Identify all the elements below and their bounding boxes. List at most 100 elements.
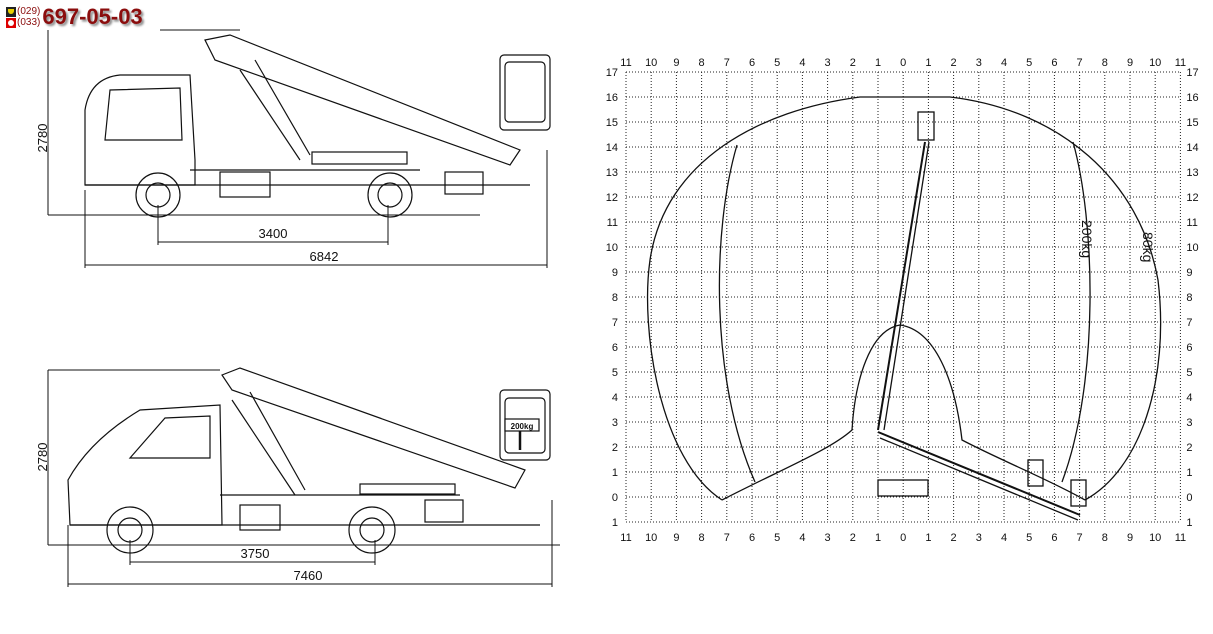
x-tick-label: 11	[1175, 532, 1186, 544]
y-tick-label: 1	[612, 467, 618, 479]
x-tick-label: 4	[1001, 57, 1007, 69]
truck-bottom-dimensions	[47, 370, 553, 587]
y-tick-label: 14	[606, 142, 618, 154]
y-tick-label: 1	[612, 517, 618, 529]
y-tick-label: 7	[1186, 317, 1192, 329]
x-tick-label: 1	[925, 532, 931, 544]
operator-icon	[6, 17, 16, 28]
y-tick-label: 15	[1186, 117, 1198, 129]
x-tick-label: 10	[1149, 532, 1161, 544]
x-tick-label: 6	[1051, 532, 1057, 544]
x-tick-label: 3	[976, 57, 982, 69]
x-tick-label: 7	[724, 57, 730, 69]
x-tick-label: 3	[825, 57, 831, 69]
phone-number: 697-05-03	[42, 4, 143, 29]
x-tick-label: 4	[799, 532, 805, 544]
truck-top-drawing	[48, 29, 551, 218]
length-label-bottom: 7460	[294, 568, 323, 583]
y-tick-label: 10	[606, 242, 618, 254]
y-tick-label: 3	[1186, 417, 1192, 429]
y-tick-label: 1	[1186, 467, 1192, 479]
y-tick-label: 3	[612, 417, 618, 429]
x-tick-label: 10	[645, 57, 657, 69]
truck-top-dimensions	[47, 30, 548, 268]
x-tick-label: 8	[699, 532, 705, 544]
x-tick-label: 5	[1026, 57, 1032, 69]
x-tick-label: 2	[850, 57, 856, 69]
y-tick-label: 7	[612, 317, 618, 329]
x-tick-label: 0	[900, 532, 906, 544]
y-tick-label: 10	[1186, 242, 1198, 254]
y-tick-label: 13	[606, 167, 618, 179]
work-envelope	[646, 96, 1162, 521]
y-tick-label: 14	[1186, 142, 1198, 154]
y-tick-label: 11	[1186, 217, 1197, 229]
height-label-bottom: 2780	[35, 443, 50, 472]
area-code: (033)	[17, 17, 41, 28]
x-tick-label: 4	[799, 57, 805, 69]
y-tick-label: 11	[607, 217, 618, 229]
x-tick-label: 2	[951, 532, 957, 544]
y-tick-label: 8	[1186, 292, 1192, 304]
y-tick-label: 0	[1186, 492, 1192, 504]
y-tick-label: 9	[1186, 267, 1192, 279]
x-tick-label: 10	[645, 532, 657, 544]
basket-load-label: 200kg	[511, 422, 534, 431]
x-tick-label: 1	[875, 532, 881, 544]
envelope-80kg	[646, 96, 1162, 501]
wheelbase-label-top: 3400	[259, 226, 288, 241]
y-tick-label: 0	[612, 492, 618, 504]
envelope-label-200kg: 200kg	[1079, 220, 1095, 258]
x-tick-label: 9	[673, 57, 679, 69]
y-tick-label: 6	[612, 342, 618, 354]
x-tick-label: 6	[749, 532, 755, 544]
y-tick-label: 9	[612, 267, 618, 279]
x-tick-label: 8	[1102, 57, 1108, 69]
x-tick-label: 0	[900, 57, 906, 69]
x-tick-label: 6	[749, 57, 755, 69]
x-tick-label: 3	[825, 532, 831, 544]
y-tick-label: 8	[612, 292, 618, 304]
x-tick-label: 2	[951, 57, 957, 69]
x-tick-label: 9	[1127, 57, 1133, 69]
wheelbase-label-bottom: 3750	[241, 546, 270, 561]
x-tick-label: 7	[724, 532, 730, 544]
x-tick-label: 6	[1051, 57, 1057, 69]
x-tick-label: 10	[1149, 57, 1161, 69]
y-tick-label: 2	[612, 442, 618, 454]
x-tick-label: 3	[976, 532, 982, 544]
y-tick-label: 17	[606, 67, 618, 79]
x-tick-label: 5	[774, 57, 780, 69]
x-tick-label: 1	[875, 57, 881, 69]
y-tick-label: 13	[1186, 167, 1198, 179]
y-tick-label: 16	[606, 92, 618, 104]
phone-logo: (029)(033) 697-05-03	[6, 4, 143, 30]
y-tick-label: 6	[1186, 342, 1192, 354]
length-label-top: 6842	[310, 249, 339, 264]
x-tick-label: 9	[673, 532, 679, 544]
height-label-top: 2780	[35, 124, 50, 153]
y-tick-label: 17	[1186, 67, 1198, 79]
envelope-label-80kg: 80kg	[1140, 232, 1156, 262]
area-code: (029)	[17, 6, 41, 17]
y-tick-label: 1	[1186, 517, 1192, 529]
x-tick-label: 5	[1026, 532, 1032, 544]
x-tick-label: 11	[620, 57, 631, 69]
x-tick-label: 11	[620, 532, 631, 544]
x-tick-label: 8	[699, 57, 705, 69]
reach-grid: 1111101099887766554433221100112233445566…	[606, 57, 1199, 544]
y-tick-label: 12	[1186, 192, 1198, 204]
y-tick-label: 5	[612, 367, 618, 379]
operator-icon	[6, 6, 16, 17]
y-tick-label: 4	[612, 392, 618, 404]
y-tick-label: 12	[606, 192, 618, 204]
y-tick-label: 16	[1186, 92, 1198, 104]
x-tick-label: 5	[774, 532, 780, 544]
x-tick-label: 4	[1001, 532, 1007, 544]
y-tick-label: 15	[606, 117, 618, 129]
envelope-200kg	[718, 141, 1091, 483]
x-tick-label: 8	[1102, 532, 1108, 544]
x-tick-label: 1	[925, 57, 931, 69]
y-tick-label: 5	[1186, 367, 1192, 379]
